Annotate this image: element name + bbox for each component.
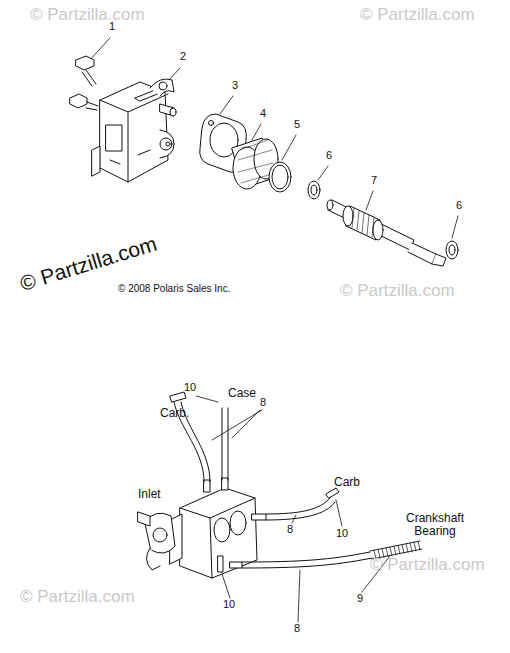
- hose-label: Case: [228, 387, 256, 400]
- callout-number: 10: [223, 598, 235, 610]
- hose-label: Carb: [334, 476, 360, 489]
- spring-coil: [390, 547, 392, 556]
- spring-coil: [394, 546, 396, 555]
- spring-coil: [414, 542, 416, 551]
- hose-label: Crankshaft Bearing: [400, 512, 470, 538]
- callout-number: 7: [371, 174, 377, 186]
- callout-number: 6: [456, 199, 462, 211]
- spring-coil: [410, 543, 412, 552]
- callout-number: 10: [336, 527, 348, 539]
- watermark: © Partzilla.com: [20, 588, 135, 607]
- hose-label: Inlet: [138, 488, 161, 501]
- spring-coil: [402, 544, 404, 553]
- watermark: © Partzilla.com: [360, 6, 475, 25]
- callout-number: 3: [232, 79, 238, 91]
- hose-label: Carb.: [160, 407, 189, 420]
- watermark: © Partzilla.com: [30, 6, 145, 25]
- callout-number: 2: [180, 50, 186, 62]
- callout-number: 6: [326, 149, 332, 161]
- spring-coil: [398, 545, 400, 554]
- callout-number: 9: [357, 592, 363, 604]
- spring-coil: [418, 541, 420, 550]
- callout-number: 1: [109, 20, 115, 32]
- callout-number: 8: [287, 523, 293, 535]
- callout-number: 8: [294, 622, 300, 634]
- callout-number: 4: [260, 107, 266, 119]
- callout-number: 8: [260, 396, 266, 408]
- watermark: © Partzilla.com: [370, 556, 485, 575]
- callout-number: 5: [294, 118, 300, 130]
- copyright-note: © 2008 Polaris Sales Inc.: [118, 283, 230, 294]
- spring-coil: [406, 544, 408, 553]
- callout-number: 10: [184, 381, 196, 393]
- watermark: © Partzilla.com: [340, 282, 455, 301]
